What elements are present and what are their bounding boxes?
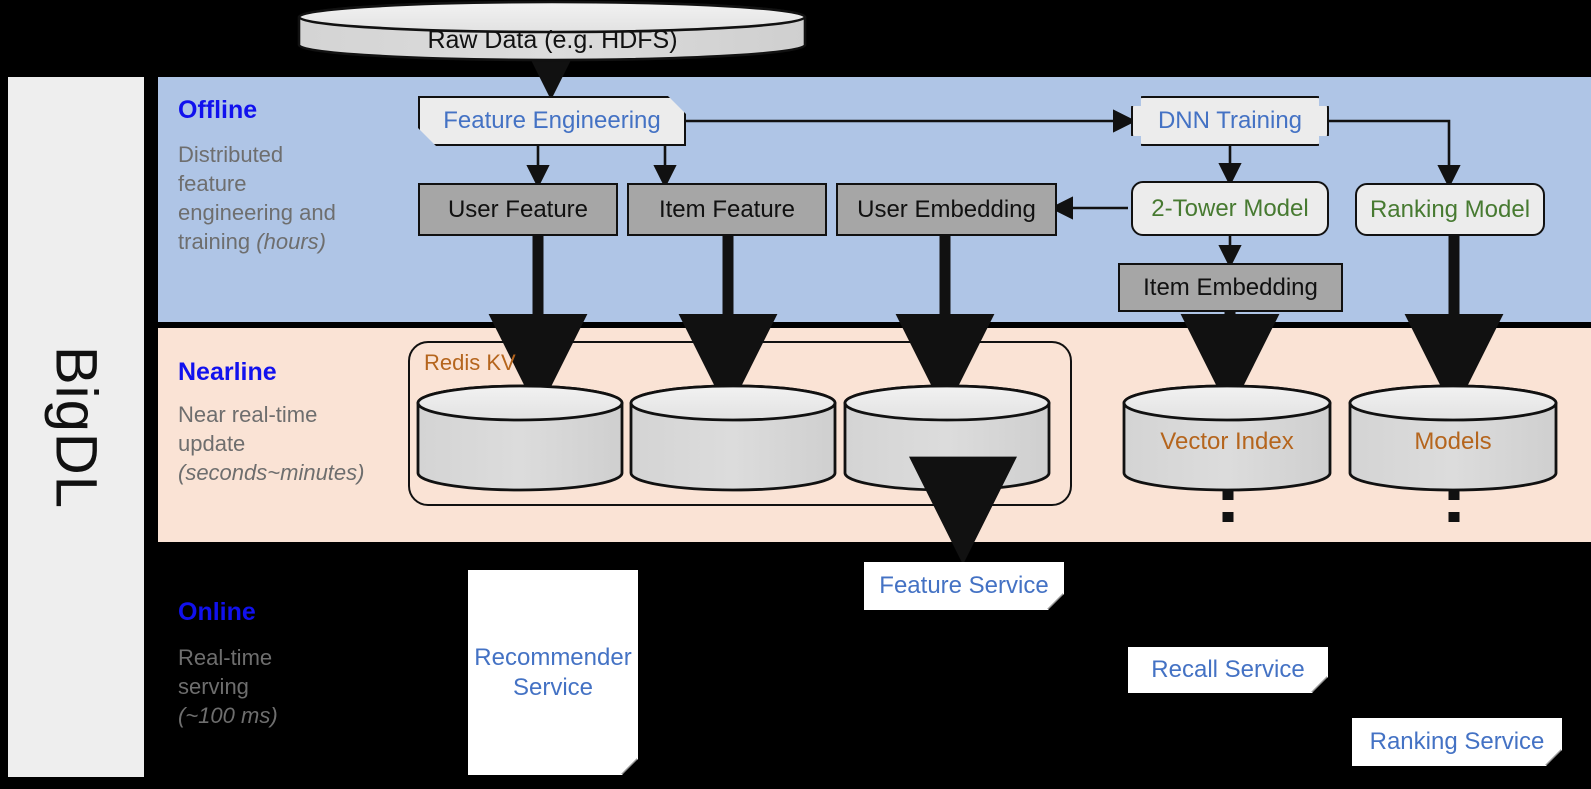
offline-subtitle-l3: engineering and xyxy=(178,200,336,226)
bigdl-rail xyxy=(8,77,144,777)
online-title: Online xyxy=(178,598,256,626)
offline-subtitle-l2: feature xyxy=(178,171,247,197)
bigdl-label: BigDL xyxy=(43,345,109,509)
node-ranking-model[interactable]: Ranking Model xyxy=(1355,183,1545,236)
nearline-subtitle-italic: (seconds~minutes) xyxy=(178,460,365,486)
raw-data-label: Raw Data (e.g. HDFS) xyxy=(427,25,678,54)
service-recall[interactable]: Recall Service xyxy=(1128,647,1328,693)
offline-subtitle-italic: (hours) xyxy=(256,229,326,255)
redis-kv-container xyxy=(408,341,1072,506)
offline-title: Offline xyxy=(178,96,258,124)
node-user-feature[interactable]: User Feature xyxy=(418,183,618,236)
redis-kv-label: Redis KV xyxy=(424,350,516,375)
online-subtitle-italic: (~100 ms) xyxy=(178,703,278,729)
service-ranking[interactable]: Ranking Service xyxy=(1352,718,1562,766)
nearline-subtitle: Near real-time update (seconds~minutes) xyxy=(178,400,393,487)
online-subtitle-l2: serving xyxy=(178,674,249,700)
recommender-service-line2: Service xyxy=(512,673,594,701)
offline-subtitle: Distributed feature engineering and trai… xyxy=(178,140,393,256)
online-subtitle-l1: Real-time xyxy=(178,645,273,670)
offline-subtitle-l4: training xyxy=(178,229,257,255)
service-feature[interactable]: Feature Service xyxy=(864,562,1064,610)
node-user-embedding[interactable]: User Embedding xyxy=(836,183,1057,236)
recommender-service-line1: Recommender xyxy=(474,643,632,671)
node-2-tower-model[interactable]: 2-Tower Model xyxy=(1131,181,1329,236)
node-dnn-training[interactable]: DNN Training xyxy=(1131,96,1329,146)
offline-subtitle-l1: Distributed xyxy=(178,142,284,167)
node-item-embedding[interactable]: Item Embedding xyxy=(1118,263,1343,312)
nearline-subtitle-l2: update xyxy=(178,431,246,457)
nearline-subtitle-l1: Near real-time xyxy=(178,402,318,427)
node-item-feature[interactable]: Item Feature xyxy=(627,183,827,236)
nearline-title: Nearline xyxy=(178,358,277,386)
online-subtitle: Real-time serving (~100 ms) xyxy=(178,643,393,730)
service-recommender[interactable]: Recommender Service xyxy=(468,570,638,775)
node-feature-engineering[interactable]: Feature Engineering xyxy=(418,96,686,146)
